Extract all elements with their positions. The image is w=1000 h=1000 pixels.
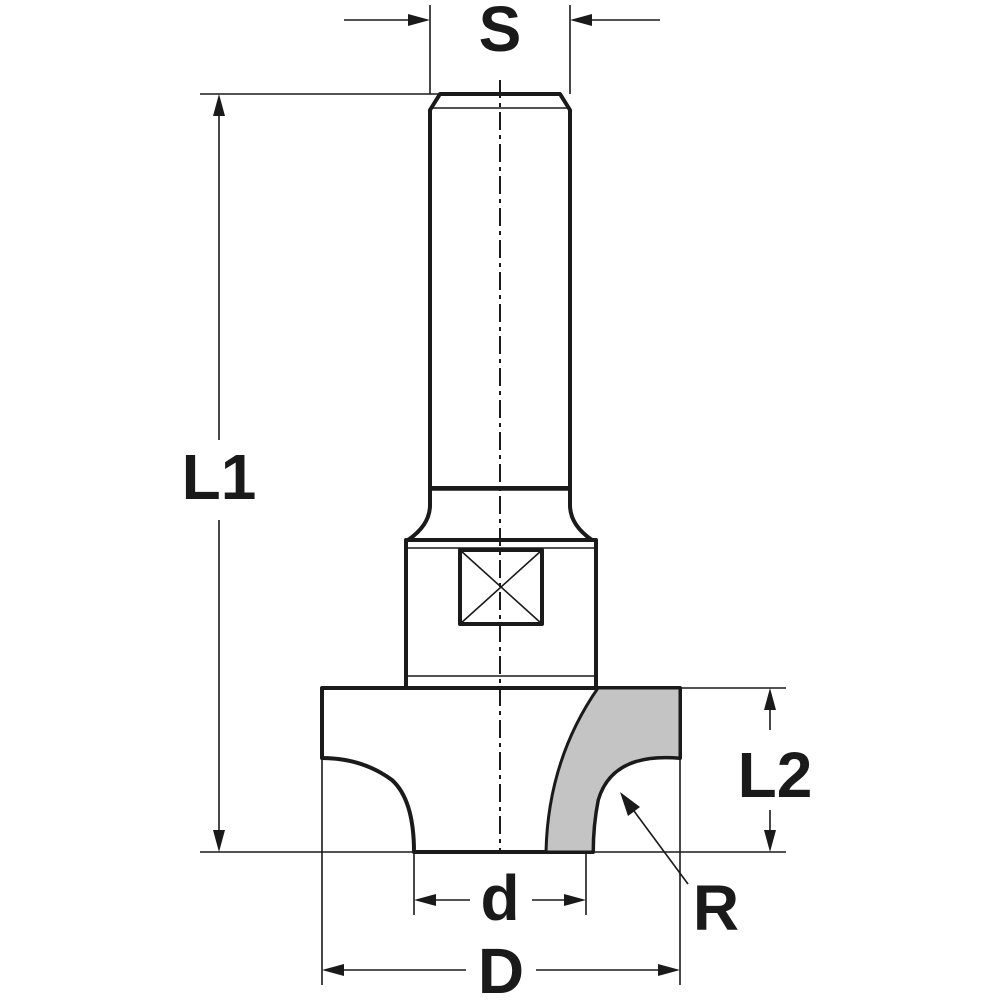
dimension-s	[344, 5, 660, 94]
dimension-d-small	[413, 852, 587, 915]
label-r: R	[693, 872, 739, 944]
label-l2: L2	[738, 739, 813, 811]
dimension-l2	[680, 687, 786, 852]
label-d-large: D	[478, 935, 524, 1000]
label-s: S	[479, 0, 522, 65]
label-l1: L1	[182, 441, 257, 513]
dimension-d-large	[321, 758, 681, 985]
label-d-small: d	[480, 862, 519, 934]
radius-leader	[620, 792, 689, 885]
cutting-insert	[544, 686, 682, 854]
dimension-l1	[200, 93, 440, 852]
